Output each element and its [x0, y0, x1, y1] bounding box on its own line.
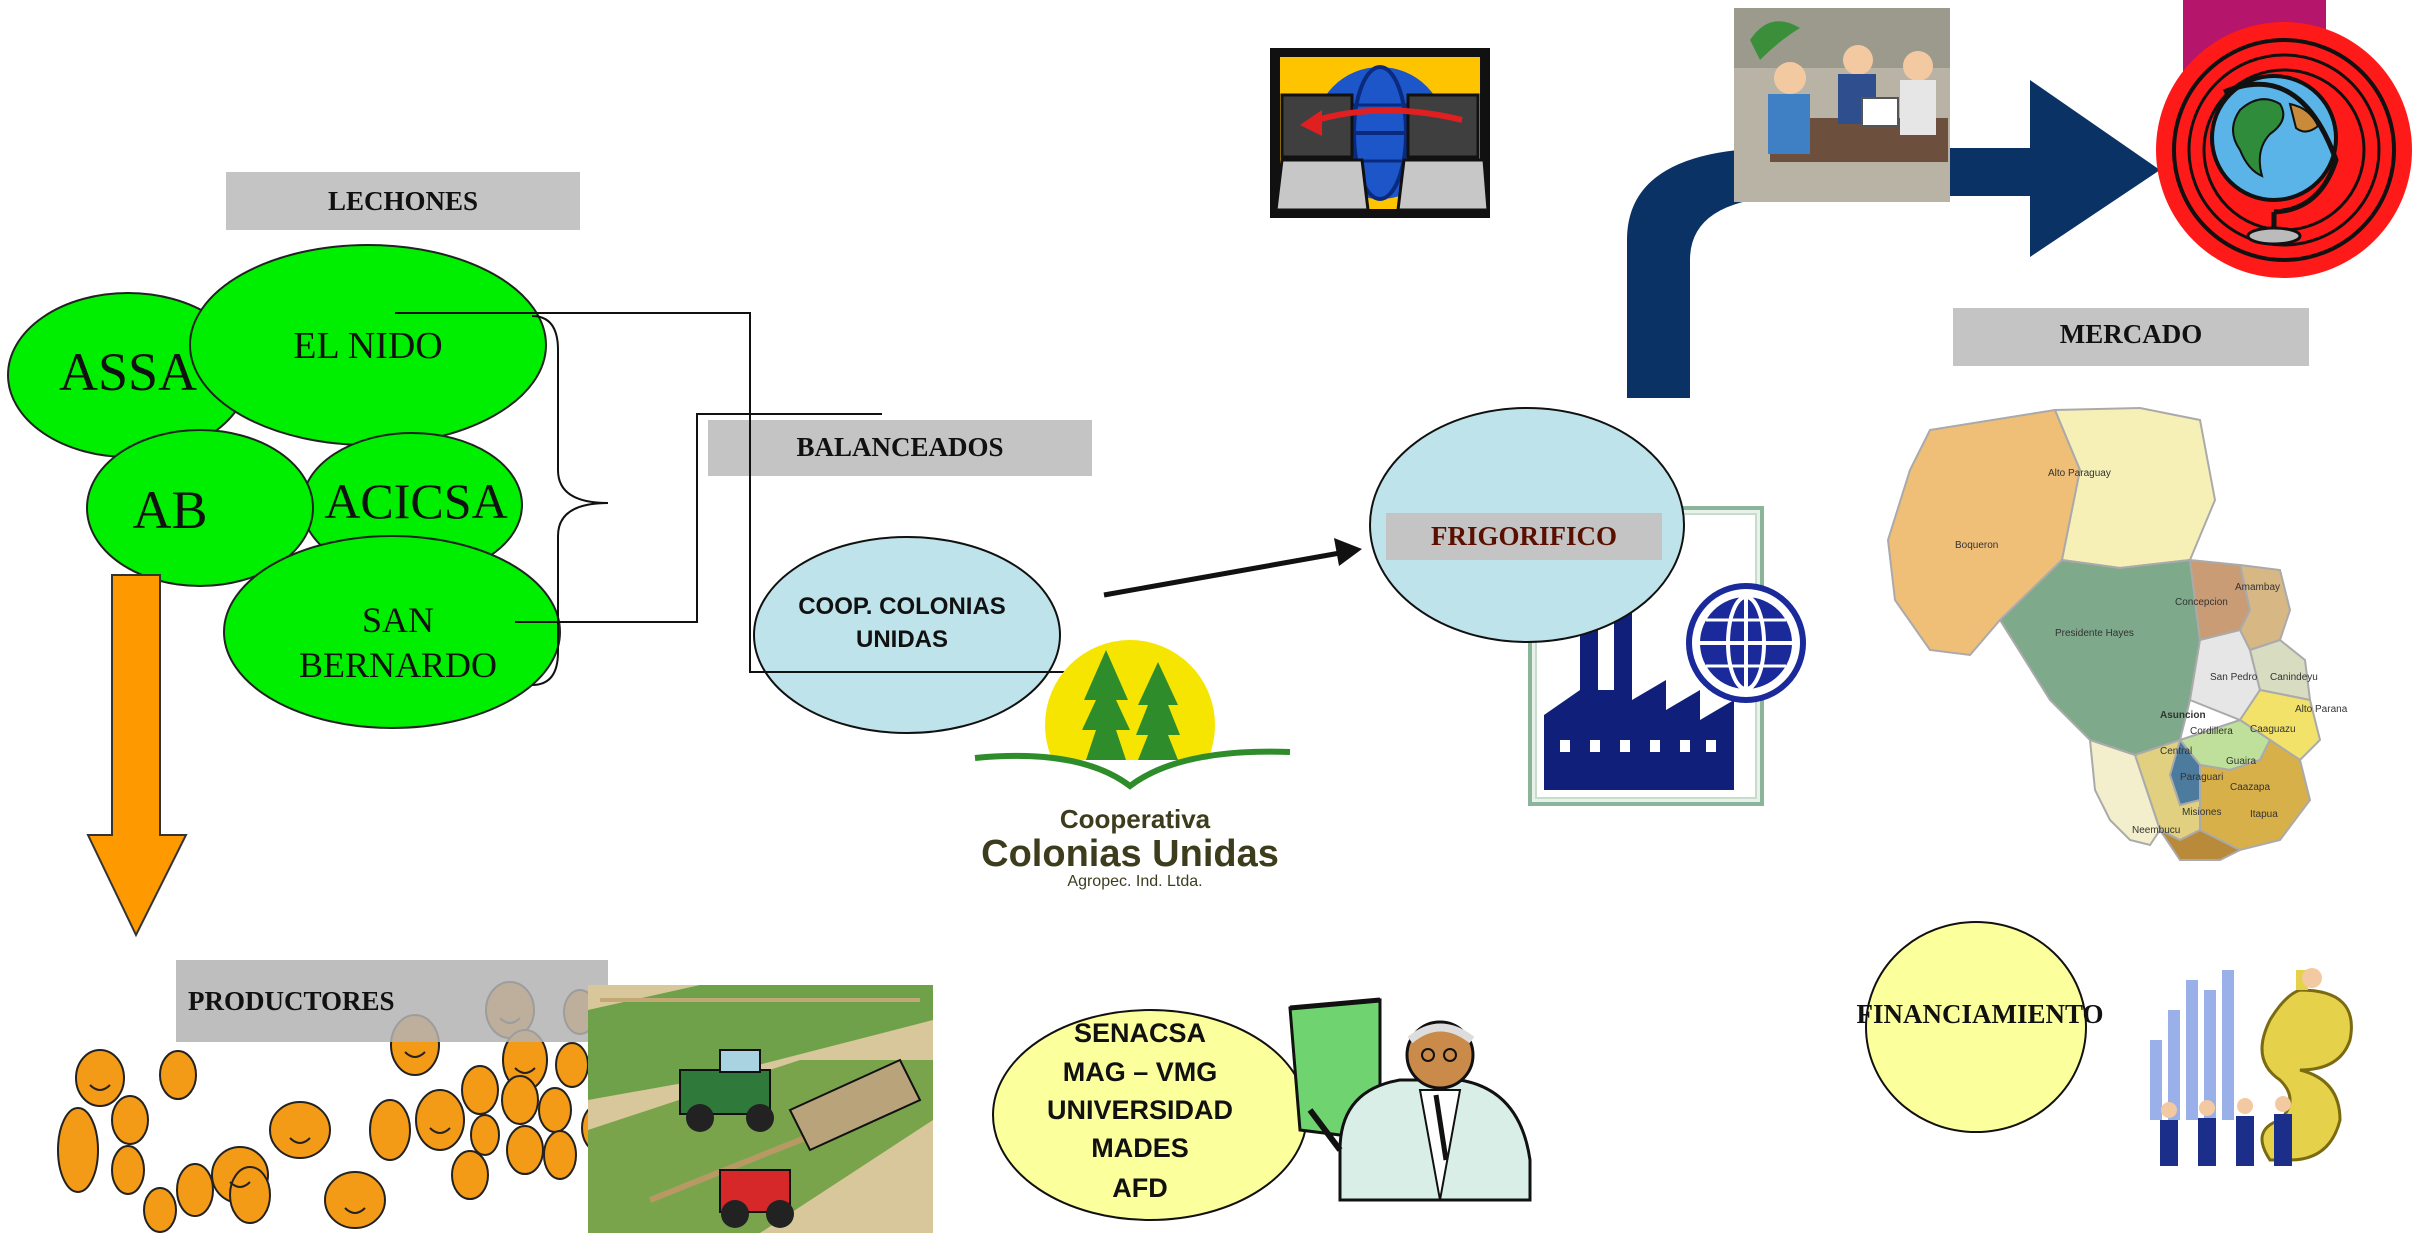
- svg-text:MADES: MADES: [1091, 1133, 1189, 1163]
- svg-text:AB: AB: [132, 480, 207, 540]
- producer-cluster: ASSA EL NIDO AB ACICSA SAN BERNARDO: [7, 244, 561, 729]
- svg-text:SAN: SAN: [362, 600, 434, 640]
- globe-icon: [2156, 0, 2412, 278]
- svg-text:Colonias Unidas: Colonias Unidas: [981, 833, 1279, 875]
- paraguay-map: Alto Paraguay Boqueron Presidente Hayes …: [1886, 406, 2348, 861]
- svg-text:LECHONES: LECHONES: [328, 186, 478, 216]
- svg-text:Cordillera: Cordillera: [2190, 726, 2233, 737]
- svg-text:Boqueron: Boqueron: [1955, 540, 1998, 551]
- svg-text:Cooperativa: Cooperativa: [1060, 804, 1211, 834]
- connector-san-bernardo: [515, 413, 882, 623]
- svg-text:Amambay: Amambay: [2235, 582, 2280, 593]
- svg-text:Paraguari: Paraguari: [2180, 772, 2223, 783]
- arrow-coop-frigorifico: [1103, 550, 1341, 598]
- productores-label: PRODUCTORES: [176, 960, 608, 1042]
- svg-text:Alto Paraguay: Alto Paraguay: [2048, 468, 2111, 479]
- balanceados-label: BALANCEADOS: [708, 420, 1092, 476]
- coop-node: COOP. COLONIAS UNIDAS: [753, 536, 1061, 734]
- svg-text:Canindeyu: Canindeyu: [2270, 672, 2318, 683]
- svg-text:PRODUCTORES: PRODUCTORES: [188, 986, 395, 1016]
- svg-text:ASSA: ASSA: [59, 342, 197, 402]
- svg-text:EL NIDO: EL NIDO: [293, 325, 443, 367]
- office-meeting-icon: [1734, 8, 1950, 202]
- svg-text:COOP. COLONIAS: COOP. COLONIAS: [798, 593, 1006, 620]
- svg-text:FINANCIAMIENTO: FINANCIAMIENTO: [1856, 999, 2103, 1029]
- svg-text:UNIVERSIDAD: UNIVERSIDAD: [1047, 1095, 1233, 1125]
- svg-text:Presidente Hayes: Presidente Hayes: [2055, 628, 2134, 639]
- svg-text:FRIGORIFICO: FRIGORIFICO: [1431, 521, 1617, 551]
- frigorifico-node: FRIGORIFICO: [1369, 407, 1685, 643]
- down-arrow: [86, 574, 188, 938]
- smiley-features: [89, 1017, 536, 1214]
- svg-text:BALANCEADOS: BALANCEADOS: [796, 432, 1003, 462]
- san-bernardo-node: [223, 535, 561, 729]
- internet-transfer-icon: [1270, 48, 1490, 218]
- svg-text:Central: Central: [2160, 746, 2192, 757]
- svg-text:San Pedro: San Pedro: [2210, 672, 2258, 683]
- svg-text:Concepcion: Concepcion: [2175, 597, 2228, 608]
- svg-text:MAG – VMG: MAG – VMG: [1063, 1057, 1218, 1087]
- presenter-icon: [1288, 997, 1532, 1202]
- svg-text:BERNARDO: BERNARDO: [299, 645, 497, 685]
- coop-logo: Cooperativa Colonias Unidas Agropec. Ind…: [974, 640, 1291, 890]
- svg-text:Asuncion: Asuncion: [2160, 710, 2206, 721]
- svg-text:Caaguazu: Caaguazu: [2250, 724, 2296, 735]
- svg-text:Misiones: Misiones: [2182, 807, 2221, 818]
- svg-text:Caazapa: Caazapa: [2230, 782, 2270, 793]
- svg-text:Agropec. Ind. Ltda.: Agropec. Ind. Ltda.: [1067, 873, 1202, 890]
- svg-text:AFD: AFD: [1112, 1173, 1168, 1203]
- lechones-label: LECHONES: [226, 172, 580, 230]
- svg-text:SENACSA: SENACSA: [1074, 1018, 1206, 1048]
- producer-brace: [531, 315, 609, 686]
- svg-text:MERCADO: MERCADO: [2060, 319, 2203, 349]
- svg-text:Guaira: Guaira: [2226, 756, 2256, 767]
- svg-text:Alto Parana: Alto Parana: [2295, 704, 2348, 715]
- svg-text:ACICSA: ACICSA: [324, 473, 507, 529]
- svg-text:Neembucu: Neembucu: [2132, 825, 2180, 836]
- harvester-icon: [588, 985, 933, 1233]
- mercado-label: MERCADO: [1953, 308, 2309, 366]
- svg-text:Itapua: Itapua: [2250, 809, 2278, 820]
- institutions-node: SENACSA MAG – VMG UNIVERSIDAD MADES AFD: [992, 1009, 1308, 1221]
- ab-node: [86, 429, 314, 587]
- financiamiento-node: FINANCIAMIENTO: [1856, 921, 2104, 1133]
- svg-text:UNIDAS: UNIDAS: [856, 626, 948, 653]
- finance-dollar-icon: [2144, 954, 2353, 1176]
